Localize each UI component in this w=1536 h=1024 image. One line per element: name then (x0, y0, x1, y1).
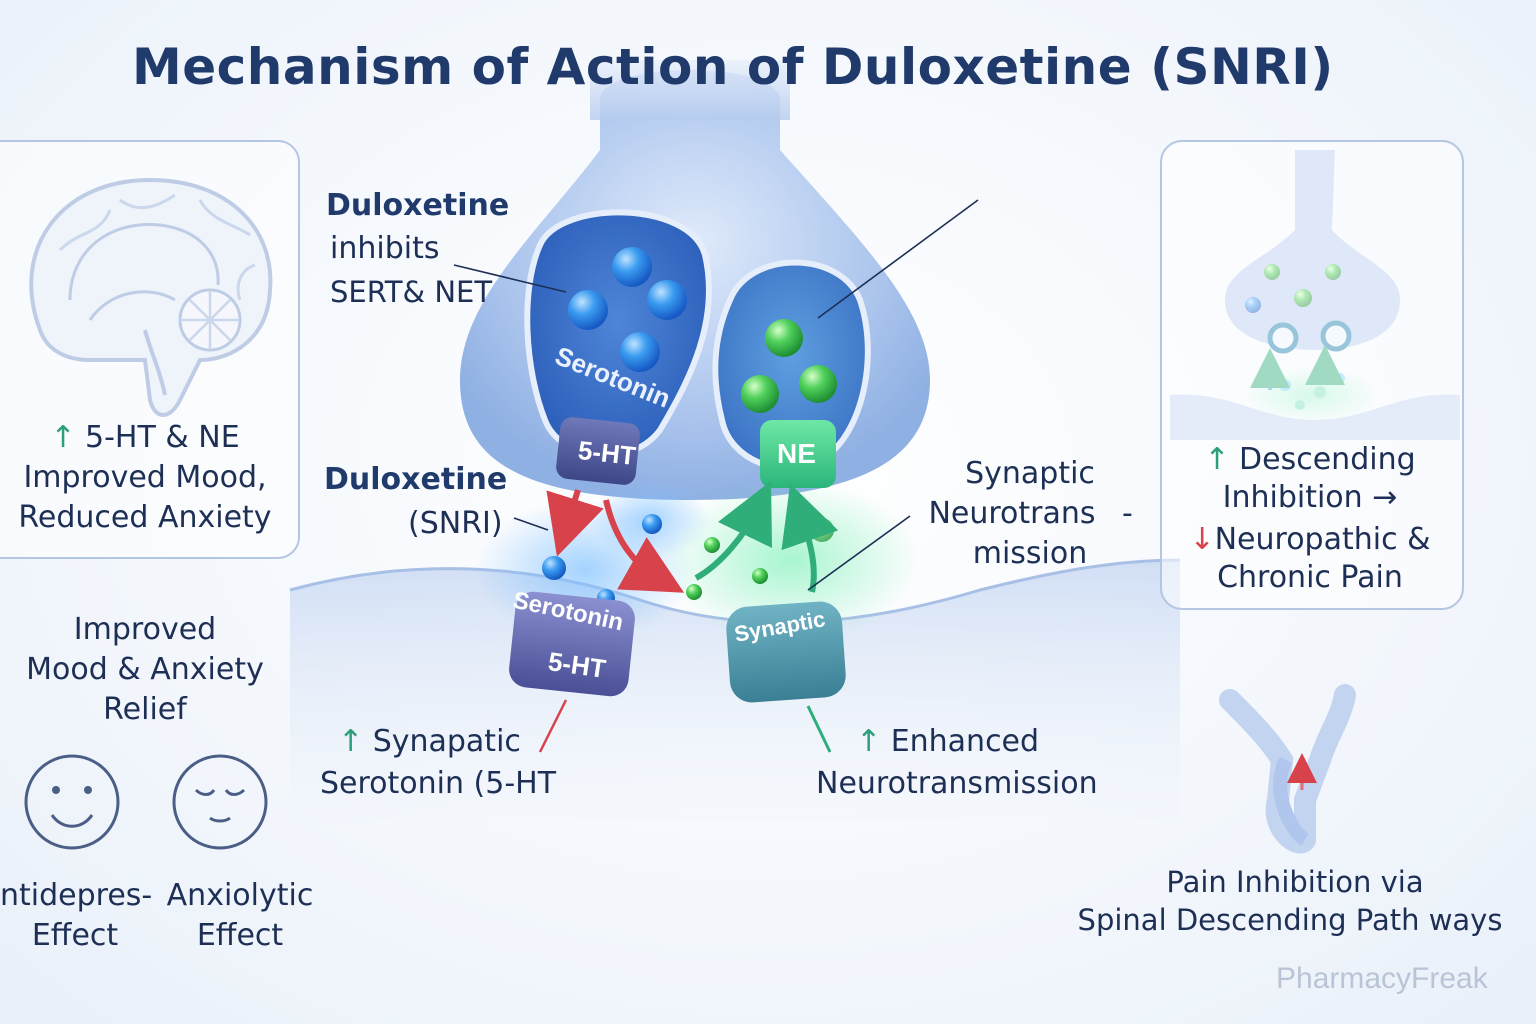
synaptic-neuro-line2: Neurotrans (928, 496, 1096, 531)
up-arrow-icon: ↑ (1204, 442, 1230, 477)
up-arrow-icon: ↑ (856, 724, 882, 759)
left-panel-line3: Reduced Anxiety (18, 500, 272, 535)
up-arrow-icon: ↑ (50, 420, 76, 455)
red-arrow-1 (546, 489, 604, 557)
serotonin-receptor (509, 591, 635, 697)
net-transporter (760, 420, 836, 488)
left-effects-panel (0, 140, 300, 559)
snri-line1: Duloxetine (324, 462, 508, 497)
synaptic-receptor (726, 601, 846, 703)
syn-serotonin-line2: Serotonin (5-HT (320, 766, 557, 801)
inhibits-line2: inhibits (330, 231, 440, 266)
up-arrow-icon: ↑ (338, 724, 364, 759)
synaptic-neuro-dash: - (1122, 496, 1133, 531)
ne-transporter-label: NE (777, 438, 816, 469)
right-panel-line1: ↑ Descending (1204, 442, 1416, 477)
right-pain-panel (1160, 140, 1464, 610)
down-arrow-icon: ↓ (1189, 522, 1215, 557)
synaptic-neuro-line1: Synaptic (965, 456, 1095, 491)
green-arrow-1 (694, 480, 773, 581)
mood-line3: Relief (103, 692, 187, 727)
snri-line2: (SNRI) (408, 506, 503, 541)
anxiolytic-line2: Effect (196, 918, 284, 953)
synaptic-neuro-line3: mission (972, 536, 1088, 571)
mood-line1: Improved (73, 612, 217, 647)
right-panel-line4: Chronic Pain (1217, 560, 1403, 595)
syn-serotonin-line1: ↑ Synapatic (338, 724, 521, 759)
enhanced-line1: ↑ Enhanced (856, 724, 1040, 759)
green-arrow-2 (781, 483, 839, 593)
left-panel-line2: Improved Mood, (23, 460, 267, 495)
enhanced-line2: Neurotransmission (816, 766, 1098, 801)
sert-transporter (556, 417, 640, 485)
red-arrow-2 (603, 499, 685, 593)
spinal-line1: Pain Inhibition via (1166, 865, 1424, 899)
spinal-line2: Spinal Descending Path ways (1077, 903, 1503, 937)
smile-face-icon (24, 754, 120, 850)
page-title: Mechanism of Action of Duloxetine (SNRI) (132, 38, 1334, 96)
mood-line2: Mood & Anxiety (26, 652, 264, 687)
watermark: PharmacyFreak (1276, 962, 1488, 995)
inhibits-line3: SERT& NET (330, 275, 493, 309)
serotonin-molecules (568, 247, 687, 372)
serotonin-vesicle (524, 209, 712, 459)
inhibits-line1: Duloxetine (326, 188, 510, 223)
sht-transporter-label: 5-HT (576, 435, 638, 471)
left-panel-line1: ↑ 5-HT & NE (50, 420, 240, 455)
ne-molecules (741, 319, 837, 413)
anxiolytic-line1: Anxiolytic (166, 878, 314, 913)
antidepressant-line1: ntidepres- (0, 878, 153, 913)
right-panel-line3: ↓Neuropathic & (1189, 522, 1431, 557)
calm-face-icon (172, 754, 268, 850)
antidepressant-line2: Effect (31, 918, 119, 953)
right-panel-line2: Inhibition → (1222, 480, 1398, 515)
spinal-pathway-icon (1219, 684, 1356, 854)
